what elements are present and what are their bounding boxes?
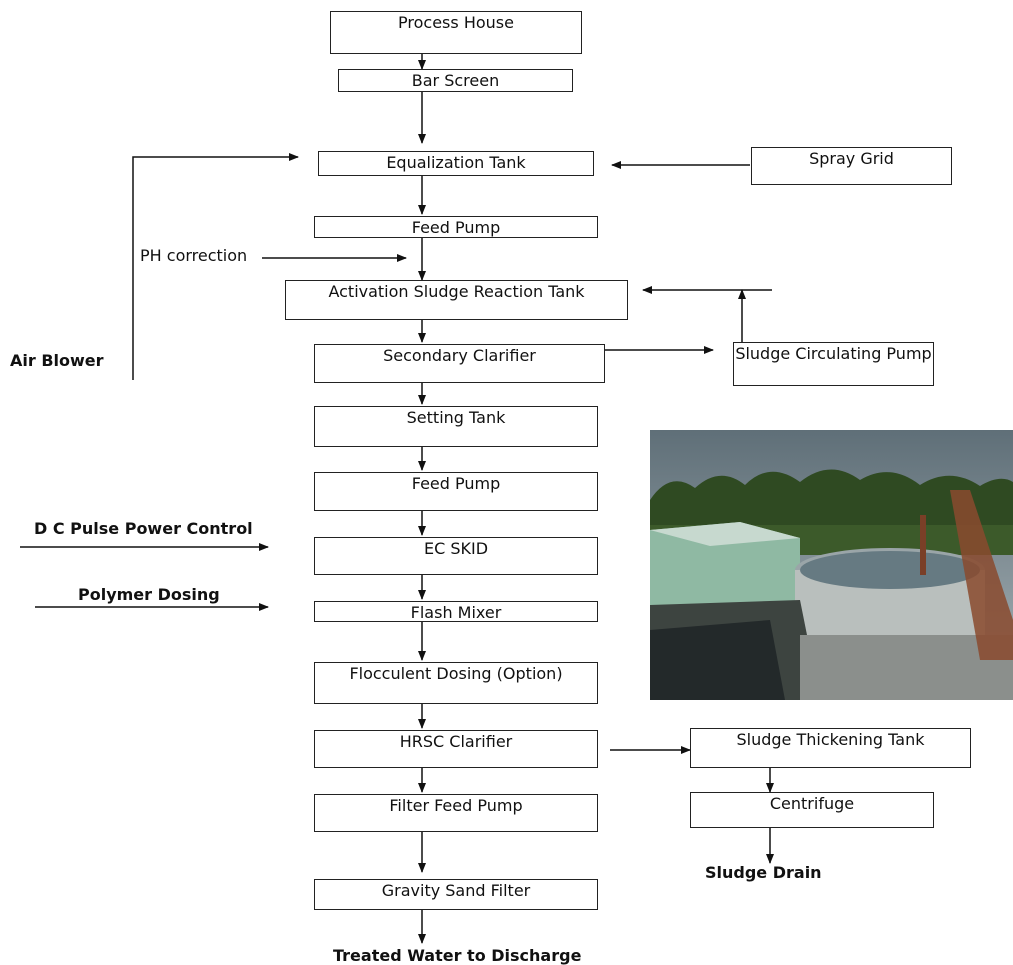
hrsc-clarifier-label: HRSC Clarifier [399,732,513,751]
feed-pump-2-box: Feed Pump [314,472,598,511]
activation-tank-label: Activation Sludge Reaction Tank [328,282,585,301]
plant-photo [650,430,1013,700]
feed-pump-1-box: Feed Pump [314,216,598,238]
feed-pump-2-label: Feed Pump [411,474,501,493]
activation-sludge-reaction-tank-box: Activation Sludge Reaction Tank [285,280,628,320]
flash-mixer-label: Flash Mixer [410,603,502,622]
centrifuge-box: Centrifuge [690,792,934,828]
equalization-tank-box: Equalization Tank [318,151,594,176]
bar-screen-box: Bar Screen [338,69,573,92]
dc-pulse-label: D C Pulse Power Control [34,519,253,538]
ec-skid-label: EC SKID [423,539,489,558]
ec-skid-box: EC SKID [314,537,598,575]
sludge-circulating-pump-box: Sludge Circulating Pump [733,342,934,386]
spray-grid-box: Spray Grid [751,147,952,185]
process-house-label: Process House [398,13,514,32]
flocculent-dosing-box: Flocculent Dosing (Option) [314,662,598,704]
sludge-circulating-pump-label: Sludge Circulating Pump [735,344,932,363]
feed-pump-1-label: Feed Pump [411,218,501,237]
ph-correction-label: PH correction [140,246,248,265]
setting-tank-box: Setting Tank [314,406,598,447]
filter-feed-pump-label: Filter Feed Pump [389,796,523,815]
hrsc-clarifier-box: HRSC Clarifier [314,730,598,768]
arrow-air-blower [132,153,299,380]
sludge-thickening-tank-label: Sludge Thickening Tank [736,730,925,749]
flash-mixer-box: Flash Mixer [314,601,598,622]
equalization-tank-label: Equalization Tank [386,153,526,172]
secondary-clarifier-label: Secondary Clarifier [383,346,536,365]
flocculent-dosing-label: Flocculent Dosing (Option) [349,664,563,683]
air-blower-label: Air Blower [10,351,104,370]
gravity-sand-filter-box: Gravity Sand Filter [314,879,598,910]
filter-feed-pump-box: Filter Feed Pump [314,794,598,832]
sludge-thickening-tank-box: Sludge Thickening Tank [690,728,971,768]
treated-water-label: Treated Water to Discharge [333,946,582,965]
gravity-sand-filter-label: Gravity Sand Filter [381,881,531,900]
spray-grid-label: Spray Grid [809,149,894,168]
polymer-dosing-label: Polymer Dosing [78,585,220,604]
bar-screen-label: Bar Screen [411,71,500,90]
secondary-clarifier-box: Secondary Clarifier [314,344,605,383]
setting-tank-label: Setting Tank [406,408,506,427]
centrifuge-label: Centrifuge [769,794,855,813]
sludge-drain-label: Sludge Drain [705,863,822,882]
process-house-box: Process House [330,11,582,54]
